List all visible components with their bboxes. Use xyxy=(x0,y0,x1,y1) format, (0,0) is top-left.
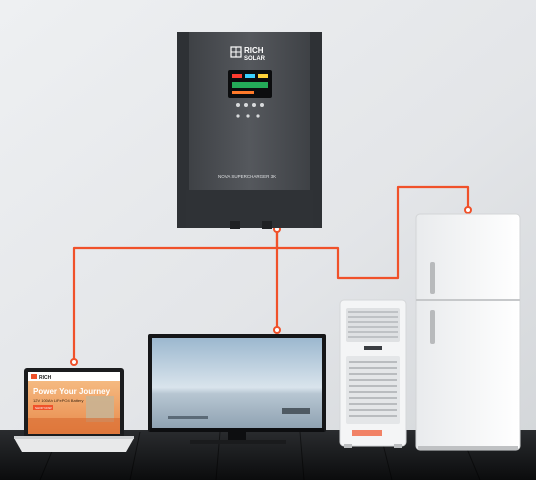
fridge-bottom-handle xyxy=(430,310,435,344)
laptop-cta: SHOP NOW xyxy=(35,406,52,410)
power-cables xyxy=(72,185,470,360)
laptop-site-brand: RICH xyxy=(39,375,52,381)
laptop-headline: Power Your Journey xyxy=(33,387,111,396)
cable-to-fridge xyxy=(277,185,470,280)
refrigerator-icon xyxy=(415,213,521,451)
inverter-brand-line2: SOLAR xyxy=(244,56,266,62)
laptop-subline: 12V 100Ah LiFePO4 Battery xyxy=(33,398,83,403)
tv-screen xyxy=(152,338,322,428)
laptop-icon: RICH Power Your Journey 12V 100Ah LiFePO… xyxy=(14,368,134,452)
inverter-brand-line1: RICH xyxy=(244,46,264,55)
inverter-model-label: NOVA SUPERCHARGER 3K xyxy=(218,174,276,179)
television-icon xyxy=(148,334,326,444)
inverter-buttons xyxy=(236,103,264,118)
fridge-top-handle xyxy=(430,262,435,294)
inverter-device-icon: RICH SOLAR NOVA SUPERCHARGER 3K xyxy=(177,32,322,229)
air-cooler-icon xyxy=(339,299,407,448)
